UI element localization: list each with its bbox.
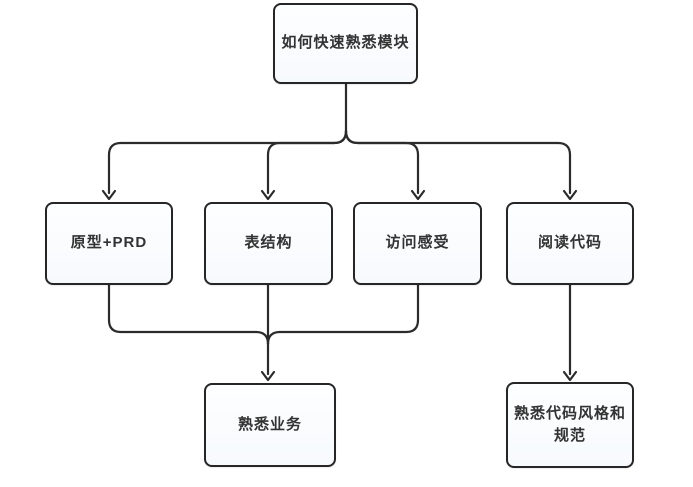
edge-root-to-prototype-prd bbox=[107, 129, 348, 195]
node-prototype-prd: 原型+PRD bbox=[45, 202, 173, 285]
node-table-structure: 表结构 bbox=[204, 202, 333, 285]
edge-root-to-read-code bbox=[344, 129, 572, 195]
edge-code-style-arrowhead bbox=[562, 370, 578, 382]
edge-access-experience-to-business bbox=[266, 283, 420, 346]
edge-root-to-access-experience bbox=[344, 129, 420, 195]
node-code-style: 熟悉代码风格和规范 bbox=[506, 382, 634, 468]
node-business-label: 熟悉业务 bbox=[237, 415, 302, 433]
node-root: 如何快速熟悉模块 bbox=[273, 3, 418, 84]
edge-root-to-access-experience-arrowhead bbox=[410, 189, 426, 201]
node-prototype-prd-label: 原型+PRD bbox=[70, 234, 148, 252]
node-business: 熟悉业务 bbox=[204, 383, 336, 467]
edge-business-arrowhead bbox=[260, 370, 276, 382]
edge-prototype-prd-to-business bbox=[107, 283, 270, 346]
edge-root-to-table-structure-arrowhead bbox=[260, 189, 276, 201]
node-read-code: 阅读代码 bbox=[506, 202, 634, 285]
edge-root-to-table-structure bbox=[266, 129, 348, 195]
edge-root-to-read-code-arrowhead bbox=[562, 189, 578, 201]
node-read-code-label: 阅读代码 bbox=[537, 234, 602, 252]
node-access-experience: 访问感受 bbox=[353, 202, 482, 285]
edge-root-to-prototype-prd-arrowhead bbox=[101, 189, 117, 201]
node-access-experience-label: 访问感受 bbox=[385, 234, 450, 252]
node-code-style-label: 熟悉代码风格和规范 bbox=[513, 404, 626, 445]
node-root-label: 如何快速熟悉模块 bbox=[281, 34, 410, 52]
node-table-structure-label: 表结构 bbox=[244, 234, 293, 252]
